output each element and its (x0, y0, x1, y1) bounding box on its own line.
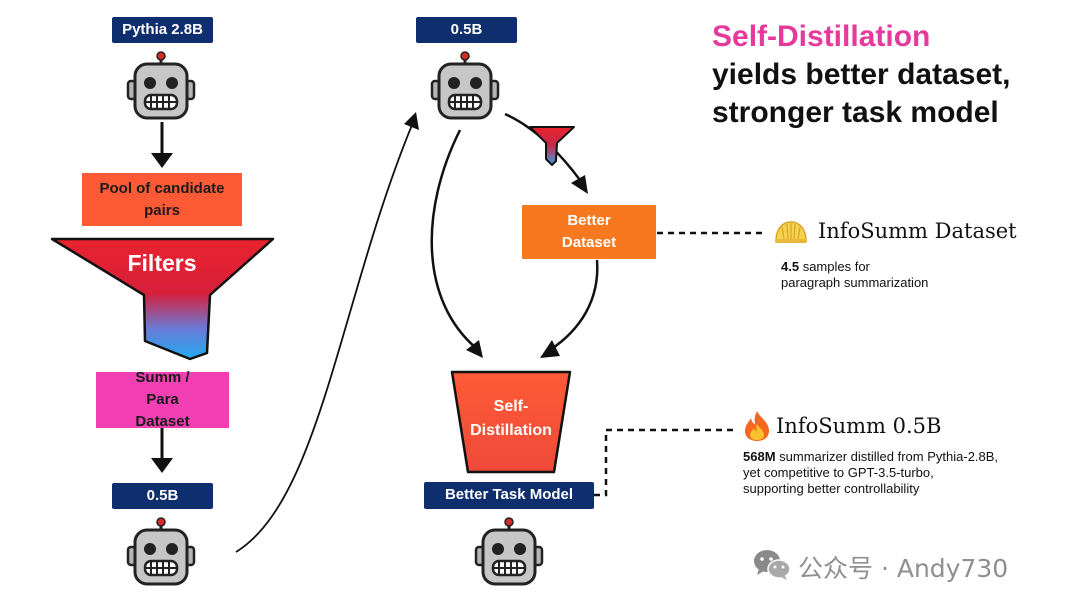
dataset-desc-2: paragraph summarization (781, 275, 929, 290)
arrow-student-to-top (235, 124, 413, 553)
dataset-desc-1: samples for (799, 259, 870, 274)
student-robot-icon (126, 517, 196, 589)
arrow-robot-to-bucket (430, 129, 477, 349)
self-distillation-label: Self-Distillation (470, 398, 552, 439)
infosumm-model-description: 568M summarizer distilled from Pythia-2.… (743, 449, 998, 497)
summ-para-dataset-box: Summ / Para Dataset (96, 369, 229, 430)
teacher-model-label: Pythia 2.8B (112, 17, 213, 43)
self-distillation-bucket (450, 370, 572, 474)
infosumm-dataset-title: InfoSumm Dataset (818, 219, 1017, 243)
arrow-dataset-to-student-head (151, 458, 173, 473)
model-desc-2: yet competitive to GPT-3.5-turbo, (743, 465, 934, 480)
arrow-robot-to-better-dataset-head (571, 175, 588, 194)
infosumm-dataset-description: 4.5 samples for paragraph summarization (781, 259, 928, 291)
filters-funnel (50, 237, 275, 361)
model-size: 568M (743, 449, 776, 464)
arrow-teacher-to-pool-head (151, 153, 173, 168)
student-model-label: 0.5B (112, 483, 213, 509)
watermark-text: 公众号 · Andy730 (798, 554, 1009, 583)
teacher-robot-icon (126, 51, 196, 123)
dashed-line-model (594, 428, 738, 497)
dataset-sample-count: 4.5 (781, 259, 800, 274)
distilled-robot-icon (430, 51, 500, 123)
task-model-robot-icon (474, 517, 544, 589)
headline-line-2: yields better dataset, (712, 58, 1011, 91)
arrow-student-to-top-head (404, 112, 419, 130)
distilled-model-label: 0.5B (416, 17, 517, 43)
arrow-dataset-to-bucket (549, 259, 599, 352)
better-task-model-label: Better Task Model (424, 482, 594, 509)
wechat-icon (754, 550, 791, 580)
candidate-pool-box: Pool of candidate pairs (82, 173, 242, 226)
better-dataset-box: Better Dataset (522, 205, 656, 259)
model-desc-3: supporting better controllability (743, 481, 920, 496)
model-desc-1: summarizer distilled from Pythia-2.8B, (775, 449, 999, 464)
filters-label: Filters (127, 250, 197, 276)
arrow-dataset-to-bucket-head (540, 340, 560, 358)
fire-icon (745, 411, 769, 441)
infosumm-model-title: InfoSumm 0.5B (776, 414, 942, 438)
arrow-robot-to-bucket-head (466, 340, 483, 358)
small-filter-funnel-icon (529, 126, 575, 166)
dumpling-icon (775, 221, 807, 243)
headline-accent: Self-Distillation (712, 20, 931, 53)
headline-line-3: stronger task model (712, 96, 999, 129)
